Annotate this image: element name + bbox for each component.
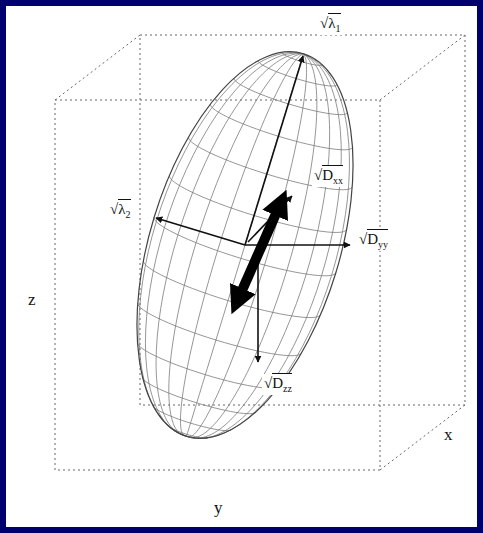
eigen-arrow xyxy=(156,218,245,245)
diffusion-label: √Dxx xyxy=(312,166,345,187)
ellipsoid-outline xyxy=(96,26,395,464)
cube-edge xyxy=(380,35,465,100)
eigenvalue-label: √λ1 xyxy=(318,14,343,35)
eigenvalue-label: √λ2 xyxy=(108,200,133,221)
mesh-line xyxy=(134,303,301,365)
diffusion-label: √Dyy xyxy=(357,230,390,251)
axis-label: y xyxy=(212,498,225,519)
cube-front-face xyxy=(55,100,380,470)
diffusion-label: √Dzz xyxy=(262,374,294,395)
ellipsoid-mesh xyxy=(96,26,395,464)
axis-label: z xyxy=(26,290,38,311)
mesh-line xyxy=(150,217,336,286)
cube-outline xyxy=(55,35,465,470)
mesh-line xyxy=(186,54,348,451)
cube-edge xyxy=(380,405,465,470)
mesh-line xyxy=(187,54,383,461)
mesh-line xyxy=(141,40,303,437)
mesh-line xyxy=(99,27,304,436)
white-panel xyxy=(6,6,477,527)
cube-back-face xyxy=(140,35,465,405)
axis-arrows xyxy=(156,56,350,362)
axis-label: x xyxy=(442,425,455,446)
mesh-line xyxy=(186,54,327,444)
mesh-line xyxy=(139,260,320,327)
mesh-line xyxy=(187,54,392,463)
cube-edge xyxy=(55,35,140,100)
double-arrow xyxy=(236,200,282,304)
